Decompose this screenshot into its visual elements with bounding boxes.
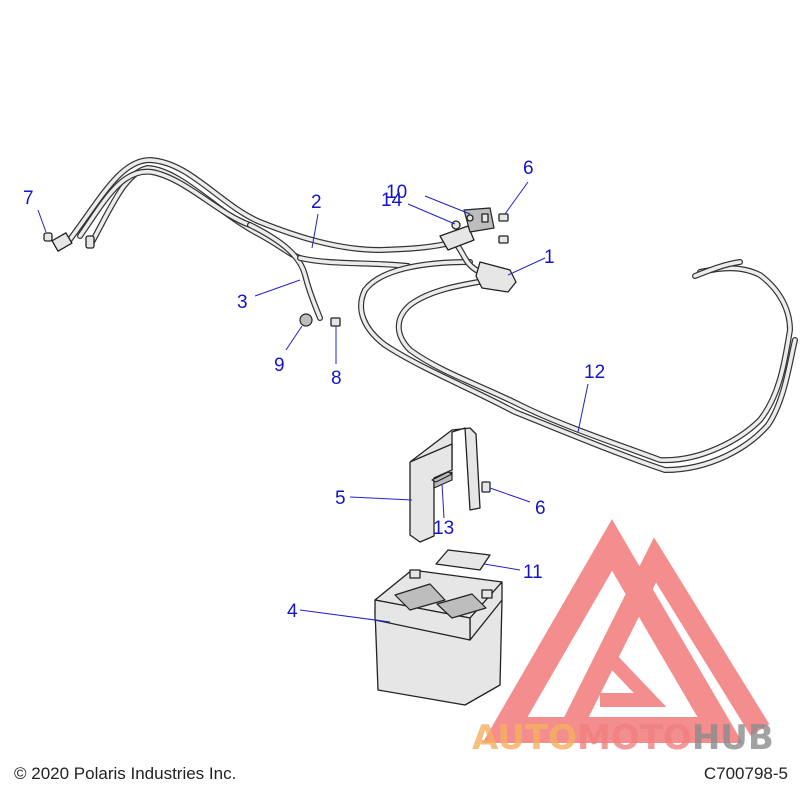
callout-labels: 1 2 3 4 5 6 6 7 8 9 10 11 12 13 14 <box>23 158 605 622</box>
battery-4 <box>374 569 503 706</box>
clip-13 <box>431 471 453 483</box>
callout-10: 10 <box>386 182 407 203</box>
callout-12: 12 <box>584 362 605 383</box>
bolt-8 <box>330 317 341 327</box>
watermark-hub: HUB <box>692 718 774 758</box>
callout-6-top: 6 <box>523 158 534 179</box>
watermark-auto: AUTO <box>472 718 577 758</box>
callout-9: 9 <box>274 355 285 376</box>
nut-9 <box>299 313 313 327</box>
cap-7 <box>43 232 53 242</box>
watermark-logo <box>482 519 770 743</box>
watermark-moto: MOTO <box>577 718 692 758</box>
cable-1 <box>439 225 517 293</box>
callout-11: 11 <box>523 562 543 583</box>
relay-assembly <box>451 207 495 233</box>
bolt-6-bottom <box>481 481 491 493</box>
callout-13: 13 <box>433 518 454 539</box>
copyright-text: © 2020 Polaris Industries Inc. <box>14 764 237 783</box>
callout-6-bottom: 6 <box>535 498 546 519</box>
callout-1: 1 <box>544 247 555 268</box>
terminal-left <box>51 232 95 252</box>
bolt-6-top <box>498 213 509 244</box>
cable-12 <box>358 259 798 473</box>
callout-14: 14 <box>381 190 403 211</box>
drawing-number: C700798-5 <box>703 764 788 783</box>
cable-2 <box>65 157 458 261</box>
callout-8: 8 <box>331 368 342 389</box>
callout-7: 7 <box>23 188 34 209</box>
callout-3: 3 <box>237 292 248 313</box>
watermark-text: AUTOMOTOHUB <box>472 718 774 758</box>
callout-4: 4 <box>287 601 298 622</box>
bracket-5 <box>409 427 481 543</box>
cable-3 <box>247 222 411 321</box>
leader-lines <box>37 181 589 623</box>
pad-11 <box>435 549 491 571</box>
callout-2: 2 <box>311 192 322 213</box>
callout-5: 5 <box>335 488 346 509</box>
